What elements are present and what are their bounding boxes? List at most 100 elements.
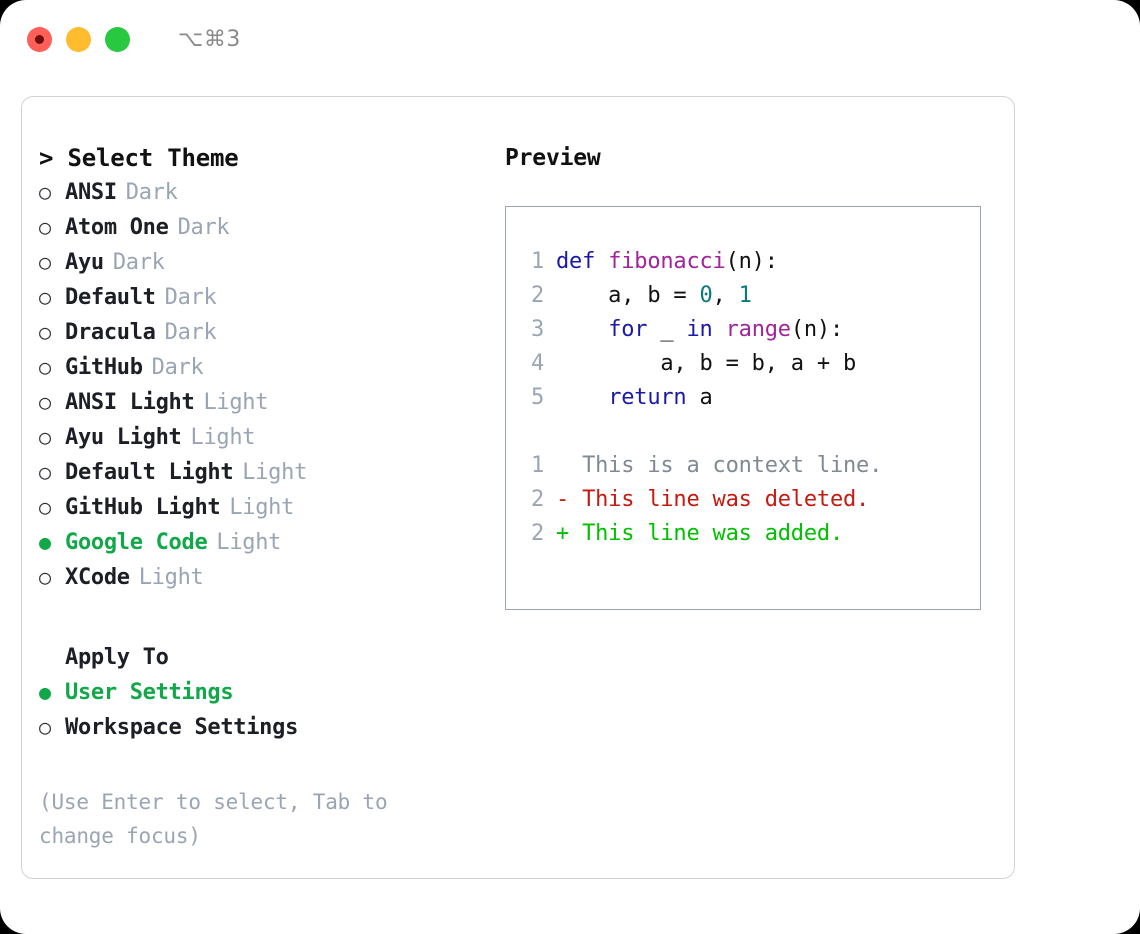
- code-token-kw: return: [608, 385, 687, 410]
- apply-to-section: Apply To ● User Settings ○ Workspace Settin…: [39, 641, 482, 745]
- radio-unselected-icon: ○: [39, 250, 52, 274]
- code-token-fn: fibonacci: [608, 249, 726, 274]
- code-line: 5 return a: [524, 381, 980, 415]
- theme-variant-tag: Light: [229, 495, 295, 520]
- theme-variant-tag: Dark: [125, 180, 178, 205]
- theme-variant-tag: Light: [190, 425, 256, 450]
- close-button[interactable]: [27, 26, 52, 52]
- code-line: 1 def fibonacci(n):: [524, 245, 980, 279]
- code-text: a, b = 0, 1: [556, 279, 752, 313]
- theme-option[interactable]: ● Google Code Light: [39, 525, 482, 560]
- theme-label: ANSI Light: [65, 390, 195, 415]
- window-controls: [27, 26, 130, 52]
- preview-title: Preview: [505, 145, 601, 171]
- code-token-pl: a: [686, 385, 713, 410]
- theme-option[interactable]: ○ Atom One Dark: [39, 210, 482, 245]
- code-line: 2 a, b = 0, 1: [524, 279, 980, 313]
- apply-to-label: User Settings: [65, 680, 234, 705]
- apply-to-option[interactable]: ○ Workspace Settings: [39, 710, 482, 745]
- radio-unselected-icon: ○: [39, 320, 52, 344]
- code-token-pl: (n):: [790, 317, 844, 342]
- code-token-kw: in: [686, 317, 713, 342]
- theme-label: Dracula: [65, 320, 156, 345]
- radio-selected-icon: ●: [39, 680, 52, 704]
- line-number: 2: [530, 487, 544, 512]
- code-text: def fibonacci(n):: [556, 245, 778, 279]
- radio-unselected-icon: ○: [39, 495, 52, 519]
- theme-label: GitHub: [65, 355, 143, 380]
- radio-unselected-icon: ○: [39, 180, 52, 204]
- theme-option[interactable]: ○ Ayu Dark: [39, 245, 482, 280]
- radio-unselected-icon: ○: [39, 565, 52, 589]
- close-icon: [35, 34, 44, 44]
- theme-variant-tag: Light: [242, 460, 308, 485]
- maximize-button[interactable]: [105, 26, 130, 52]
- theme-variant-tag: Light: [216, 530, 282, 555]
- code-token-kw: def: [556, 249, 609, 274]
- theme-label: Atom One: [65, 215, 169, 240]
- theme-option[interactable]: ○ Dracula Dark: [39, 315, 482, 350]
- code-token-pl: [556, 385, 608, 410]
- theme-label: Default Light: [65, 460, 234, 485]
- code-token-fn: range: [725, 317, 791, 342]
- diff-line: 2 + This line was added.: [524, 517, 980, 551]
- diff-sample: 1 This is a context line. 2 - This line wa…: [524, 449, 980, 551]
- theme-option[interactable]: ○ GitHub Light Light: [39, 490, 482, 525]
- code-text: return a: [556, 381, 713, 415]
- apply-to-title: Apply To: [65, 645, 169, 670]
- theme-variant-tag: Dark: [151, 355, 204, 380]
- theme-label: Ayu: [65, 250, 104, 275]
- minimize-button[interactable]: [66, 26, 91, 52]
- radio-unselected-icon: ○: [39, 715, 52, 739]
- title-bar: ⌥⌘3: [0, 0, 1140, 78]
- line-number: 1: [530, 453, 544, 478]
- theme-variant-tag: Light: [138, 565, 204, 590]
- apply-to-label: Workspace Settings: [65, 715, 299, 740]
- theme-option[interactable]: ○ Default Dark: [39, 280, 482, 315]
- line-number: 5: [530, 385, 544, 410]
- theme-variant-tag: Dark: [112, 250, 165, 275]
- code-token-pl: a, b =: [556, 283, 700, 308]
- theme-option[interactable]: ○ GitHub Dark: [39, 350, 482, 385]
- theme-option[interactable]: ○ XCode Light: [39, 560, 482, 595]
- theme-variant-tag: Dark: [164, 320, 217, 345]
- theme-label: ANSI: [65, 180, 117, 205]
- theme-label: Default: [65, 285, 156, 310]
- diff-text-ctx: This is a context line.: [556, 453, 883, 478]
- diff-text-add: + This line was added.: [556, 521, 843, 546]
- line-number: 1: [530, 249, 544, 274]
- radio-unselected-icon: ○: [39, 355, 52, 379]
- select-theme-header: > Select Theme: [39, 144, 239, 172]
- radio-unselected-icon: ○: [39, 390, 52, 414]
- radio-unselected-icon: ○: [39, 285, 52, 309]
- apply-to-option-list[interactable]: ● User Settings ○ Workspace Settings: [39, 675, 482, 745]
- code-text: for _ in range(n):: [556, 313, 843, 347]
- theme-label: Google Code: [65, 530, 208, 555]
- radio-unselected-icon: ○: [39, 425, 52, 449]
- keyboard-shortcut-label: ⌥⌘3: [178, 26, 241, 52]
- theme-label: XCode: [65, 565, 130, 590]
- code-token-pl: _: [647, 317, 687, 342]
- theme-option[interactable]: ○ ANSI Dark: [39, 175, 482, 210]
- code-token-pl: a, b = b, a + b: [556, 351, 857, 376]
- keyboard-hint-text: (Use Enter to select, Tab to change focu…: [39, 790, 388, 848]
- line-number: 2: [530, 521, 544, 546]
- radio-unselected-icon: ○: [39, 215, 52, 239]
- code-line: 3 for _ in range(n):: [524, 313, 980, 347]
- code-token-pl: (n):: [725, 249, 778, 274]
- theme-label: GitHub Light: [65, 495, 221, 520]
- diff-text-del: - This line was deleted.: [556, 487, 870, 512]
- radio-selected-icon: ●: [39, 530, 52, 554]
- code-token-pl: ,: [712, 283, 739, 308]
- theme-variant-tag: Dark: [177, 215, 230, 240]
- apply-to-option[interactable]: ● User Settings: [39, 675, 482, 710]
- theme-variant-tag: Dark: [164, 285, 217, 310]
- diff-line: 2 - This line was deleted.: [524, 483, 980, 517]
